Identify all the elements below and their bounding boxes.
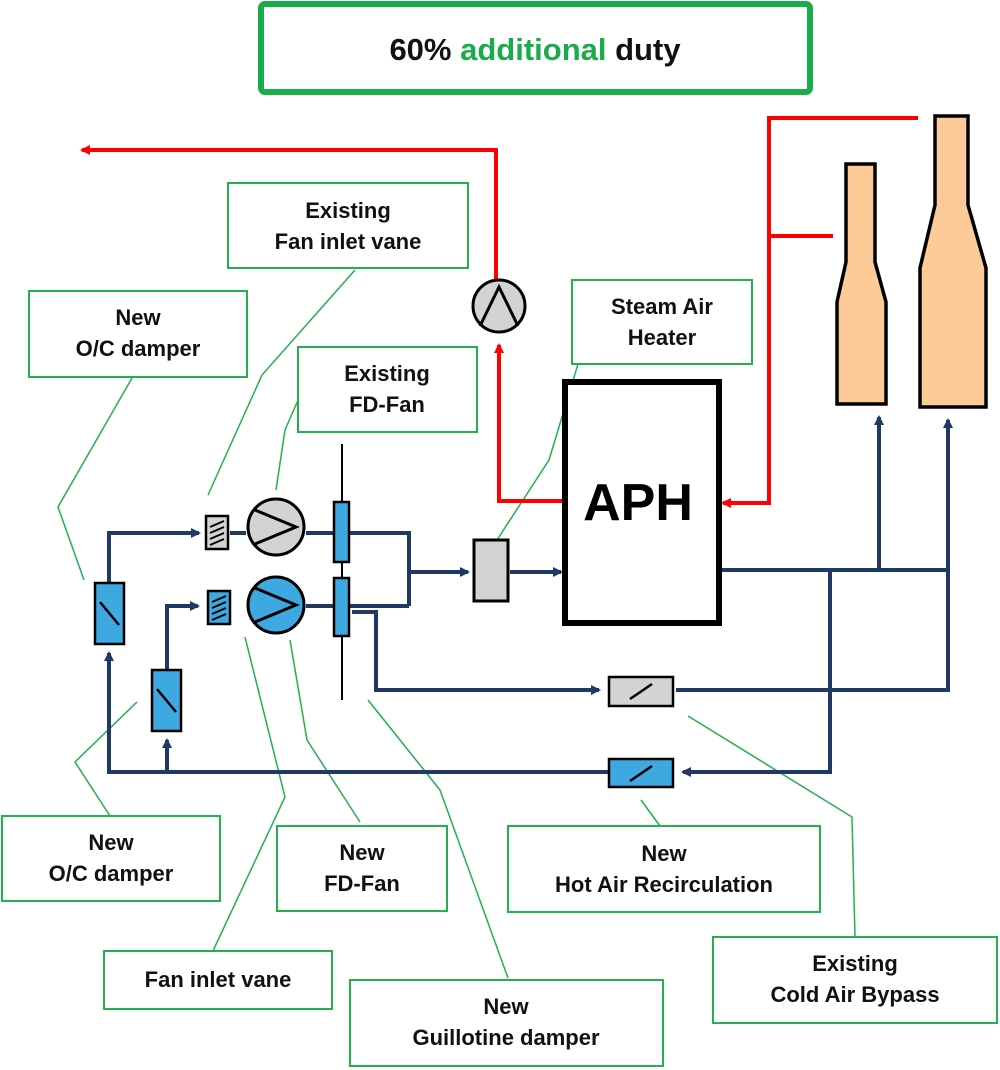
svg-text:Hot Air Recirculation: Hot Air Recirculation — [555, 872, 773, 897]
header-box: 60% additional duty — [258, 1, 813, 95]
svg-text:Heater: Heater — [628, 325, 697, 350]
label-new-oc-damper-top: New O/C damper — [28, 290, 248, 378]
svg-text:Fan inlet vane: Fan inlet vane — [145, 967, 292, 992]
label-steam-air-heater: Steam Air Heater — [571, 279, 753, 365]
stacks — [835, 114, 988, 409]
cold-air-bypass-damper — [607, 675, 675, 708]
svg-text:Existing: Existing — [344, 361, 430, 386]
existing-fd-fan — [246, 497, 306, 557]
svg-text:New: New — [483, 994, 529, 1019]
fan-blade-icon — [254, 586, 300, 624]
small-stack — [835, 162, 888, 406]
label-new-guillotine-damper: New Guillotine damper — [349, 979, 664, 1067]
gas-inlet-line — [721, 116, 918, 508]
svg-text:Existing: Existing — [812, 951, 898, 976]
svg-text:Fan inlet vane: Fan inlet vane — [275, 229, 422, 254]
label-new-oc-damper-bottom: New O/C damper — [1, 815, 221, 902]
label-fan-inlet-vane: Fan inlet vane — [103, 950, 333, 1010]
svg-text:New: New — [115, 305, 161, 330]
flue-gas-lines — [80, 116, 918, 508]
label-new-fd-fan: New FD-Fan — [276, 825, 448, 912]
guillotine-dampers — [332, 444, 351, 700]
label-existing-fd-fan: Existing FD-Fan — [297, 346, 478, 433]
existing-inlet-vane — [204, 514, 230, 551]
label-existing-fan-inlet-vane: Existing Fan inlet vane — [227, 182, 469, 269]
existing-guillotine-damper — [332, 500, 351, 564]
label-new-hot-air-recirculation: New Hot Air Recirculation — [507, 825, 821, 913]
label-existing-cold-air-bypass: Existing Cold Air Bypass — [712, 936, 998, 1024]
svg-text:O/C damper: O/C damper — [76, 336, 201, 361]
fan-blade-icon — [254, 508, 300, 546]
air-preheater: APH — [562, 379, 722, 626]
gas-exhaust-line — [80, 145, 498, 282]
svg-text:New: New — [88, 830, 134, 855]
new-inlet-vane — [206, 589, 232, 626]
fan-blade-icon — [478, 283, 520, 327]
oc-damper-top — [93, 581, 126, 646]
callout-leader-lines — [57, 269, 856, 979]
svg-text:New: New — [339, 840, 385, 865]
svg-text:O/C damper: O/C damper — [49, 861, 174, 886]
svg-text:Cold Air Bypass: Cold Air Bypass — [770, 982, 939, 1007]
svg-text:FD-Fan: FD-Fan — [324, 871, 400, 896]
svg-text:Guillotine damper: Guillotine damper — [412, 1025, 599, 1050]
aph-label: APH — [583, 474, 693, 532]
svg-text:FD-Fan: FD-Fan — [349, 392, 425, 417]
air-lines — [104, 415, 953, 777]
svg-text:Steam Air: Steam Air — [611, 294, 713, 319]
header-title: 60% additional duty — [389, 32, 681, 67]
large-stack — [918, 114, 988, 409]
gas-to-fan-line — [494, 343, 565, 503]
new-guillotine-damper — [332, 576, 351, 638]
steam-air-heater-box — [472, 538, 510, 603]
svg-text:Existing: Existing — [305, 198, 391, 223]
hot-air-recirculation-damper — [607, 757, 675, 789]
svg-text:New: New — [641, 841, 687, 866]
oc-damper-bottom — [150, 668, 183, 733]
gas-fan — [471, 278, 527, 334]
new-fd-fan — [246, 575, 306, 635]
